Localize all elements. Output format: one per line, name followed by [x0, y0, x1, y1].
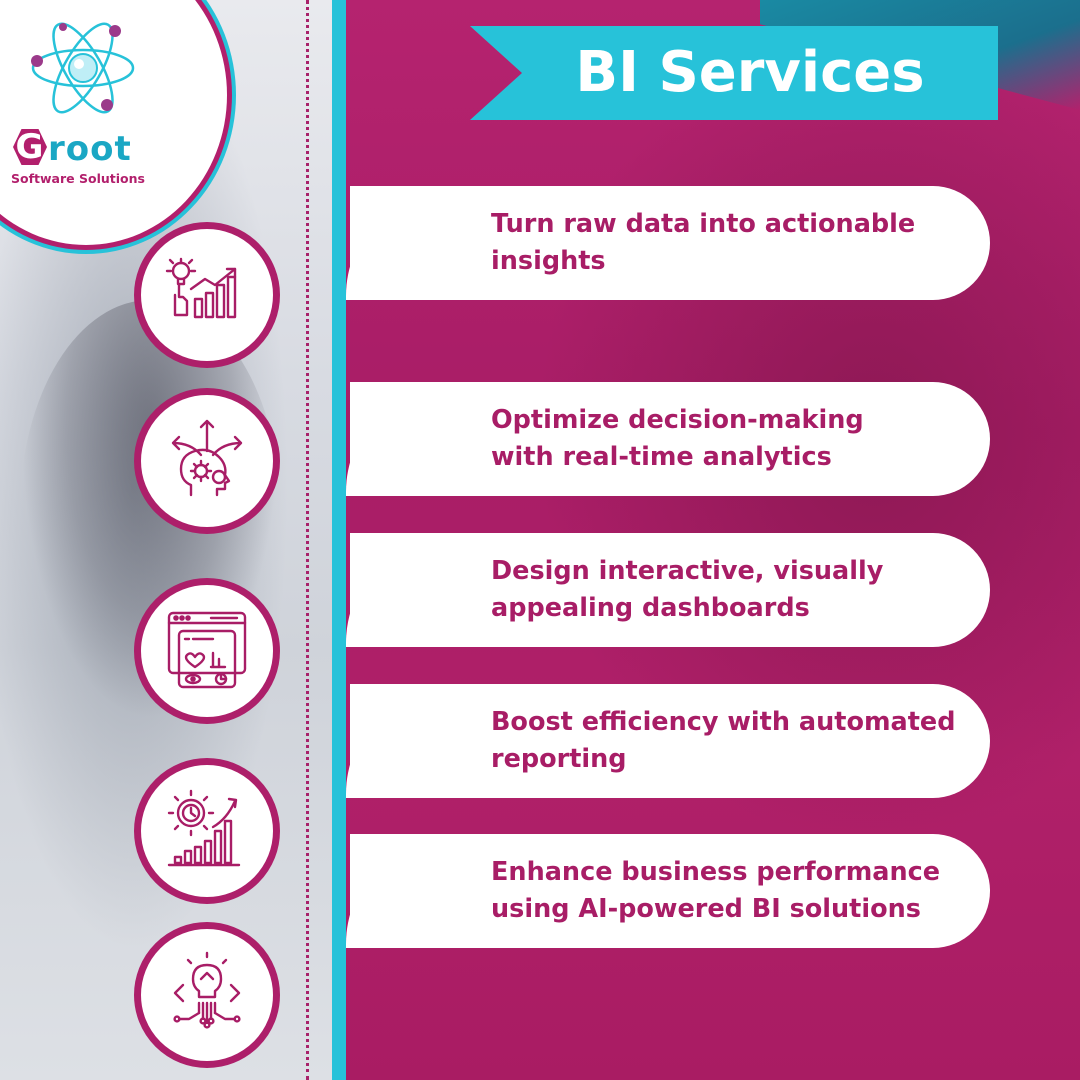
dashboard-window-icon	[167, 611, 247, 689]
service-icon-badge-2	[134, 388, 280, 534]
service-icon-badge-1	[134, 222, 280, 368]
head-gear-arrows-icon	[171, 419, 243, 497]
gear-clock-bar-growth-icon	[167, 789, 241, 867]
logo-word-text: root	[48, 129, 132, 169]
cyan-vertical-stripe	[332, 0, 346, 1080]
bulb-growth-chart-icon	[165, 257, 237, 319]
logo-tagline: Software Solutions	[11, 171, 145, 186]
service-icon-badge-3	[134, 578, 280, 724]
ai-bulb-circuit-icon	[173, 951, 241, 1029]
atom-icon	[31, 22, 135, 114]
dotted-divider	[306, 0, 309, 1080]
title-banner: BI Services	[470, 26, 998, 120]
page-title: BI Services	[575, 40, 925, 105]
service-icon-badge-5	[134, 922, 280, 1068]
service-icon-badge-4	[134, 758, 280, 904]
logo-g-hexagon: G	[13, 129, 47, 165]
